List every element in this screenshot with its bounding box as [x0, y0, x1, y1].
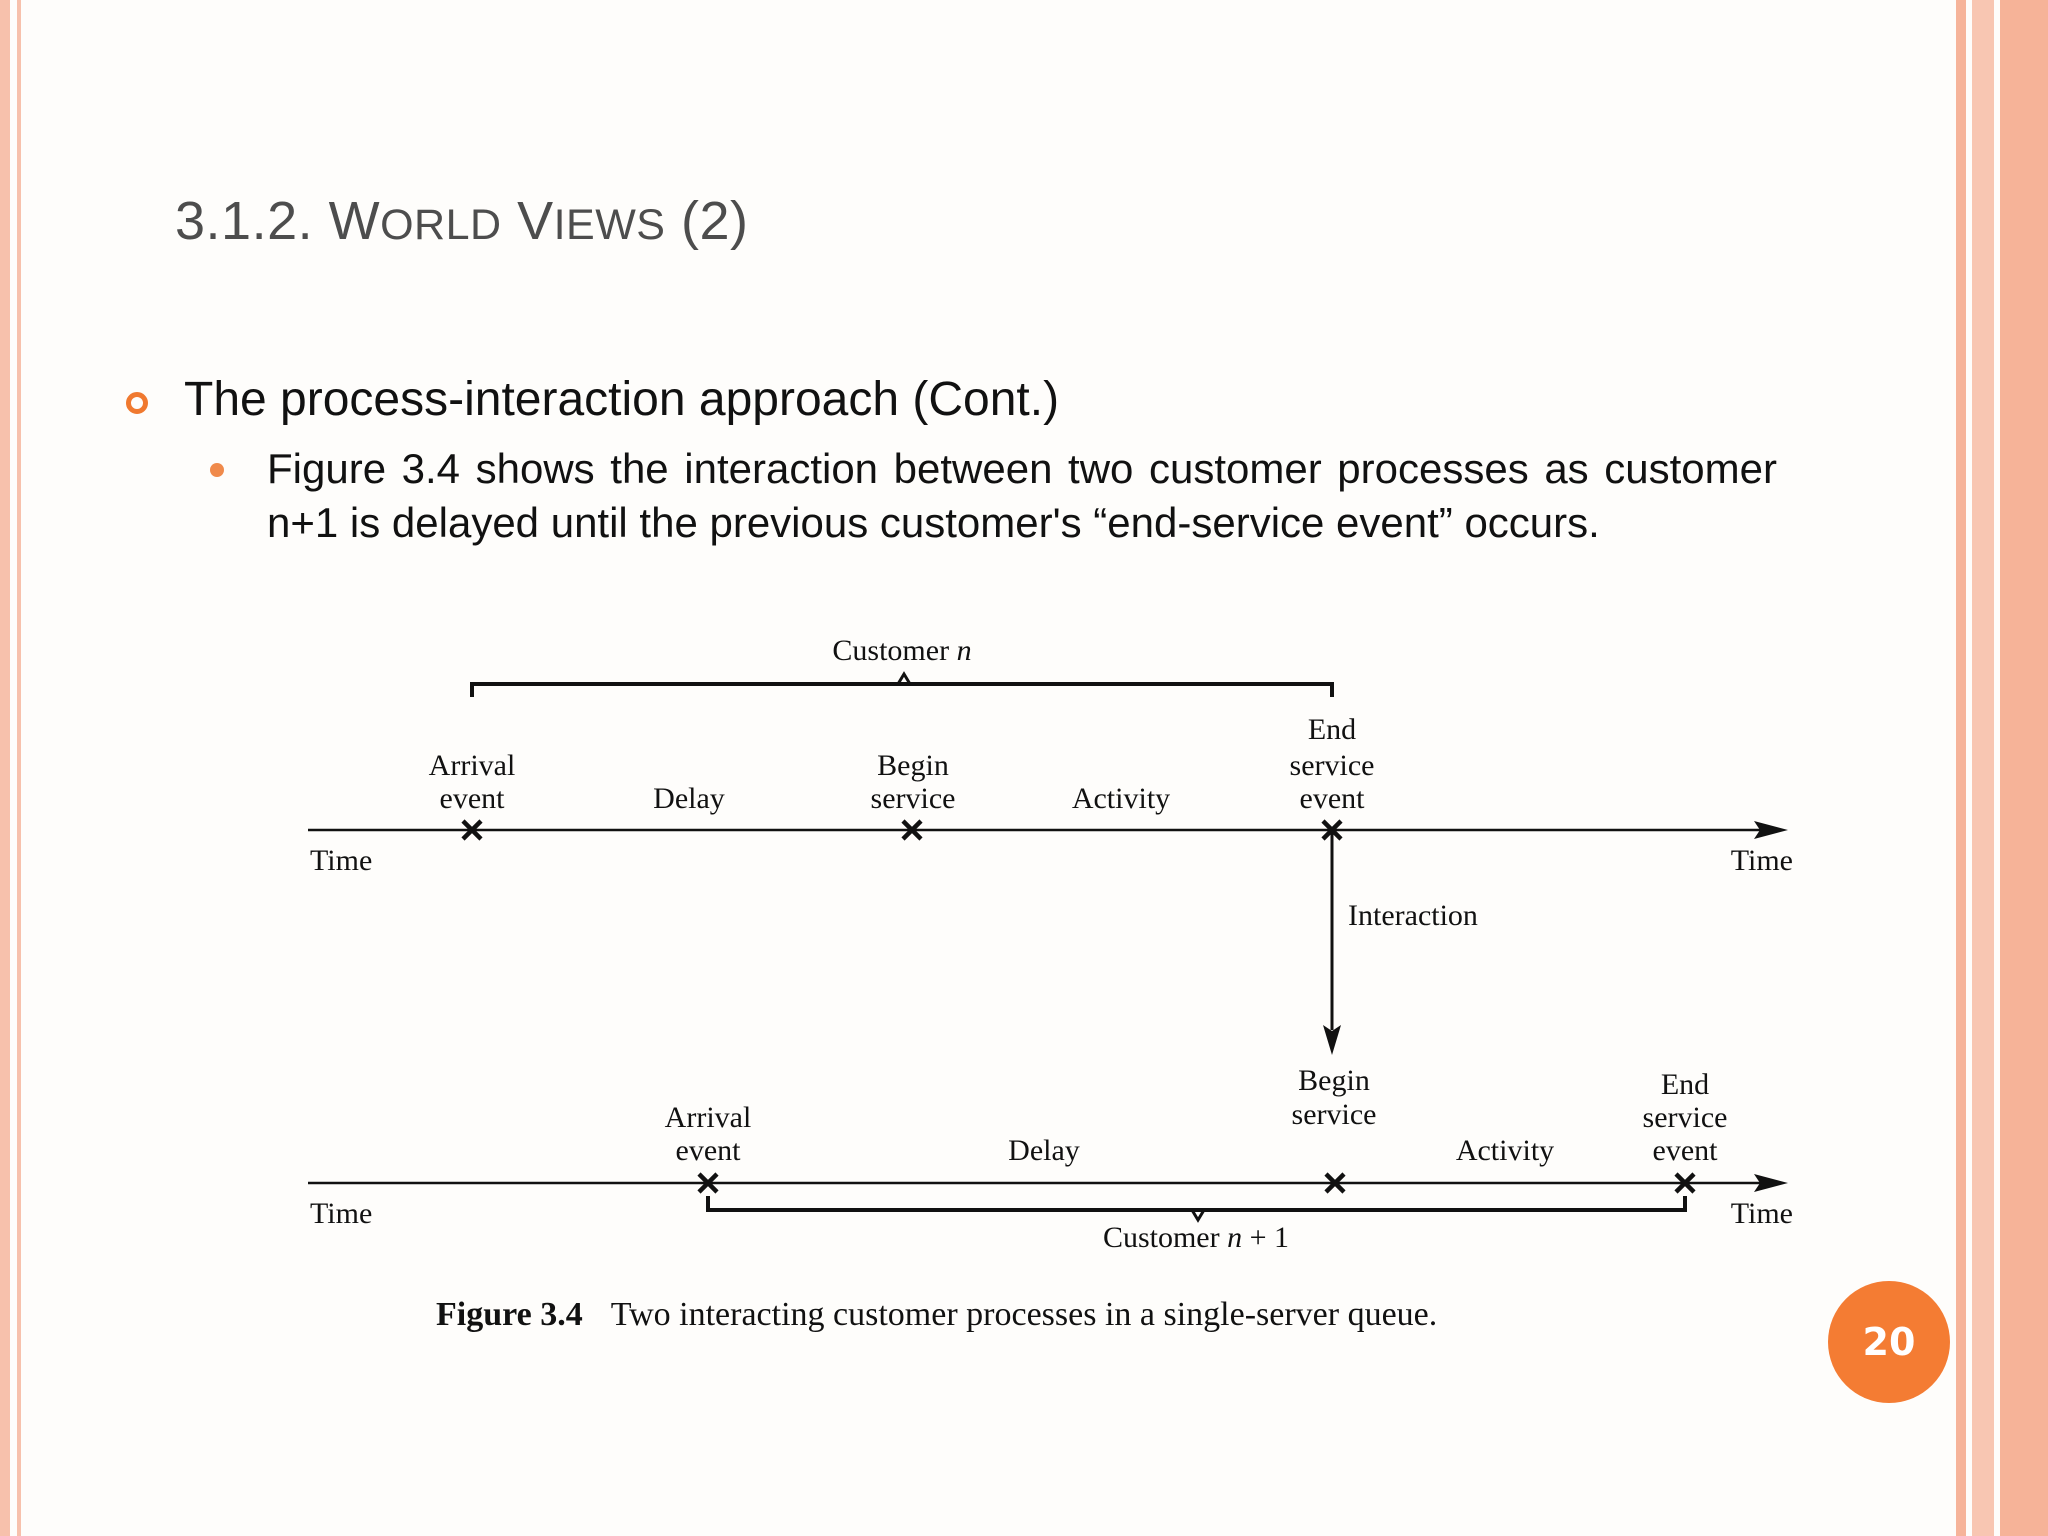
- right-border-stripe-3: [2000, 0, 2048, 1536]
- customer-n1-bracket-tick: [1190, 1209, 1206, 1223]
- top-end-service-label: service: [1290, 749, 1375, 782]
- x-marker-end-n: [1321, 819, 1343, 841]
- top-begin-label: Begin: [877, 749, 949, 782]
- bottom-end-service-label: service: [1643, 1101, 1728, 1134]
- top-arrival-label: Arrival: [429, 749, 516, 782]
- left-border-thick: [0, 0, 10, 1536]
- bottom-time-left-label: Time: [310, 1197, 372, 1230]
- top-delay-label: Delay: [653, 782, 725, 815]
- bottom-begin-service-label: service: [1292, 1098, 1377, 1131]
- bottom-time-right-label: Time: [1731, 1197, 1793, 1230]
- left-border-thin: [17, 0, 21, 1536]
- bottom-arrival-label: Arrival: [665, 1101, 752, 1134]
- interaction-arrowhead: [1323, 1025, 1341, 1055]
- top-time-right-label: Time: [1731, 844, 1793, 877]
- bottom-time-arrowhead: [1754, 1174, 1788, 1192]
- right-border-stripe-1: [1956, 0, 1966, 1536]
- top-end-event-label: event: [1300, 782, 1366, 815]
- top-time-left-label: Time: [310, 844, 372, 877]
- customer-n1-bracket: [706, 1196, 1687, 1212]
- bottom-end-label: End: [1661, 1068, 1709, 1101]
- interaction-label: Interaction: [1348, 899, 1478, 932]
- top-begin-service-label: service: [871, 782, 956, 815]
- customer-n-label: Customer n: [832, 634, 971, 667]
- bullet-text-level2: Figure 3.4 shows the interaction between…: [267, 445, 1777, 546]
- bottom-activity-label: Activity: [1456, 1134, 1554, 1167]
- bullet-text-level1: The process-interaction approach (Cont.): [184, 373, 1060, 426]
- x-marker-begin-n1: [1324, 1172, 1346, 1194]
- x-marker-end-n1: [1674, 1172, 1696, 1194]
- customer-n1-label: Customer n + 1: [1103, 1221, 1289, 1254]
- bottom-end-event-label: event: [1653, 1134, 1719, 1167]
- bullet-dot-icon: [210, 463, 224, 477]
- slide-title: 3.1.2. WORLD VIEWS (2): [175, 191, 749, 251]
- customer-n-bracket: [470, 682, 1334, 697]
- top-activity-label: Activity: [1072, 782, 1170, 815]
- bullet-ring-icon: [126, 392, 148, 414]
- x-marker-arrival-n1: [697, 1172, 719, 1194]
- right-border-stripe-2: [1972, 0, 1994, 1536]
- customer-n-bracket-tick: [896, 671, 912, 685]
- top-arrival-event-label: event: [440, 782, 506, 815]
- top-end-label: End: [1308, 713, 1356, 746]
- x-marker-arrival-n: [461, 819, 483, 841]
- top-time-arrowhead: [1754, 821, 1788, 839]
- page-number-badge: 20: [1828, 1281, 1950, 1403]
- bottom-arrival-event-label: event: [676, 1134, 742, 1167]
- bottom-delay-label: Delay: [1008, 1134, 1080, 1167]
- bottom-begin-label: Begin: [1298, 1064, 1370, 1097]
- x-marker-begin-n: [901, 819, 923, 841]
